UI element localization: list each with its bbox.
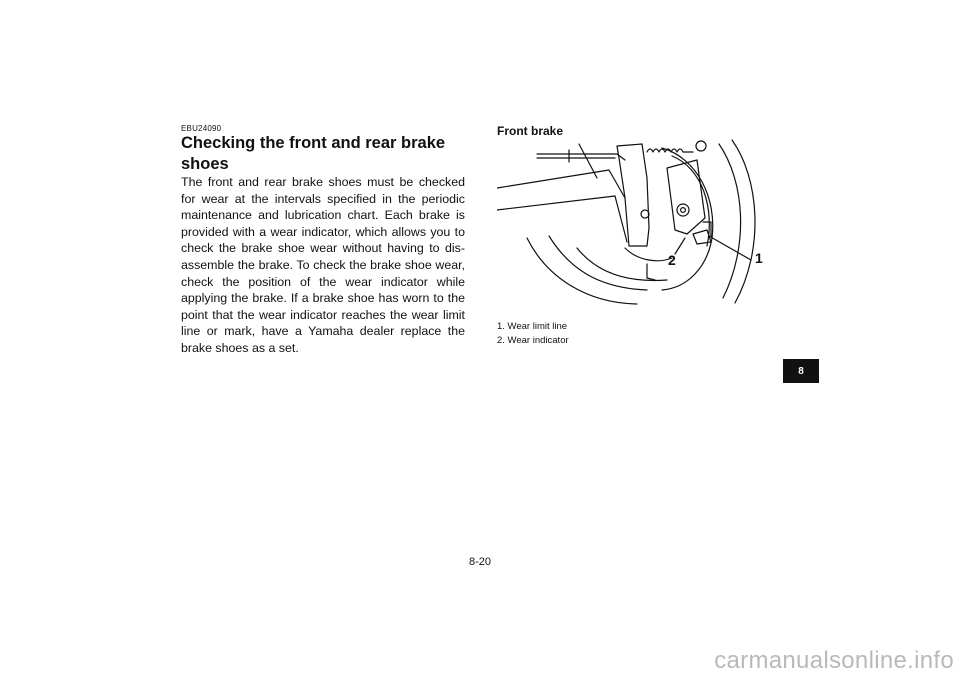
watermark: carmanualsonline.info xyxy=(714,647,954,674)
section-body: The front and rear brake shoes must be c… xyxy=(181,175,465,355)
figure-label-2: 2 xyxy=(668,252,676,268)
callout-wear-limit-line: 1. Wear limit line xyxy=(497,321,568,332)
figure-callouts: 1. Wear limit line 2. Wear indicator xyxy=(497,320,569,348)
chapter-tab: 8 xyxy=(783,359,819,383)
callout-wear-indicator: 2. Wear indicator xyxy=(497,335,569,346)
figure-title: Front brake xyxy=(497,124,564,138)
page-number: 8-20 xyxy=(468,556,492,568)
front-brake-illustration: 1 2 xyxy=(497,139,763,305)
section-code: EBU24090 xyxy=(181,124,222,133)
figure-label-1: 1 xyxy=(755,250,763,266)
section-heading: Checking the front and rear brake shoes xyxy=(181,134,446,173)
